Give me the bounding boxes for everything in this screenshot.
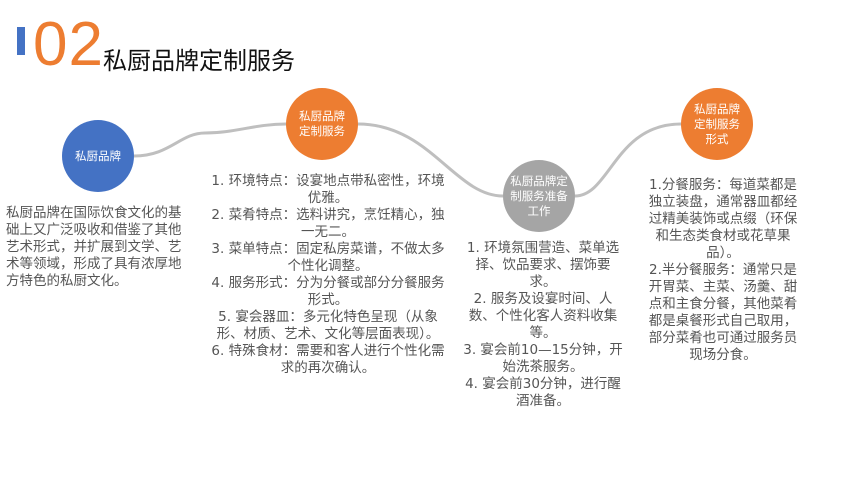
text-line: 私厨品牌在国际饮食文化的基础上又广泛吸收和借鉴了其他艺术形式，并扩展到文学、艺术… bbox=[6, 205, 182, 289]
preparation-list: 1. 环境氛围营造、菜单选择、饮品要求、摆饰要求。 2. 服务及设宴时间、人数、… bbox=[463, 240, 623, 410]
list-item: 1.分餐服务：每道菜都是独立装盘，通常器皿都经过精美装饰或点缀（环保和生态类食材… bbox=[648, 177, 798, 261]
step-circle-preparation: 私厨品牌定制服务准备工作 bbox=[503, 160, 575, 232]
step-label: 私厨品牌定制服务 bbox=[299, 109, 345, 138]
step-label: 私厨品牌定制服务形式 bbox=[694, 101, 740, 146]
list-item: 6. 特殊食材：需要和客人进行个性化需求的再次确认。 bbox=[211, 343, 445, 376]
list-item: 1. 环境氛围营造、菜单选择、饮品要求、摆饰要求。 bbox=[466, 240, 620, 290]
service-forms-list: 1.分餐服务：每道菜都是独立装盘，通常器皿都经过精美装饰或点缀（环保和生态类食材… bbox=[645, 177, 801, 364]
list-item: 3. 宴会前10—15分钟，开始洗茶服务。 bbox=[463, 342, 623, 375]
step-label: 私厨品牌 bbox=[75, 148, 121, 163]
list-item: 4. 宴会前30分钟，进行醒酒准备。 bbox=[465, 376, 621, 409]
list-item: 5. 宴会器皿：多元化特色呈现（从象形、材质、艺术、文化等层面表现）。 bbox=[216, 309, 440, 342]
list-item: 2.半分餐服务：通常只是开胃菜、主菜、汤羹、甜点和主食分餐，其他菜肴都是桌餐形式… bbox=[648, 262, 798, 363]
list-item: 1. 环境特点：设宴地点带私密性，环境优雅。 bbox=[211, 173, 445, 206]
section-number: 02 bbox=[33, 10, 104, 79]
custom-service-list: 1. 环境特点：设宴地点带私密性，环境优雅。 2. 菜肴特点：选料讲究，烹饪精心… bbox=[210, 173, 446, 377]
list-item: 3. 菜单特点：固定私房菜谱，不做太多个性化调整。 bbox=[211, 241, 445, 274]
list-item: 4. 服务形式：分为分餐或部分分餐服务形式。 bbox=[211, 275, 445, 308]
list-item: 2. 服务及设宴时间、人数、个性化客人资料收集等。 bbox=[468, 291, 618, 341]
step-circle-brand: 私厨品牌 bbox=[62, 120, 134, 192]
list-item: 2. 菜肴特点：选料讲究，烹饪精心，独一无二。 bbox=[211, 207, 445, 240]
step-circle-custom-service: 私厨品牌定制服务 bbox=[286, 88, 358, 160]
accent-bar bbox=[17, 27, 25, 55]
brand-description: 私厨品牌在国际饮食文化的基础上又广泛吸收和借鉴了其他艺术形式，并扩展到文学、艺术… bbox=[6, 205, 188, 290]
page-title: 私厨品牌定制服务 bbox=[103, 47, 295, 75]
step-circle-service-forms: 私厨品牌定制服务形式 bbox=[681, 88, 753, 160]
step-label: 私厨品牌定制服务准备工作 bbox=[510, 173, 568, 218]
